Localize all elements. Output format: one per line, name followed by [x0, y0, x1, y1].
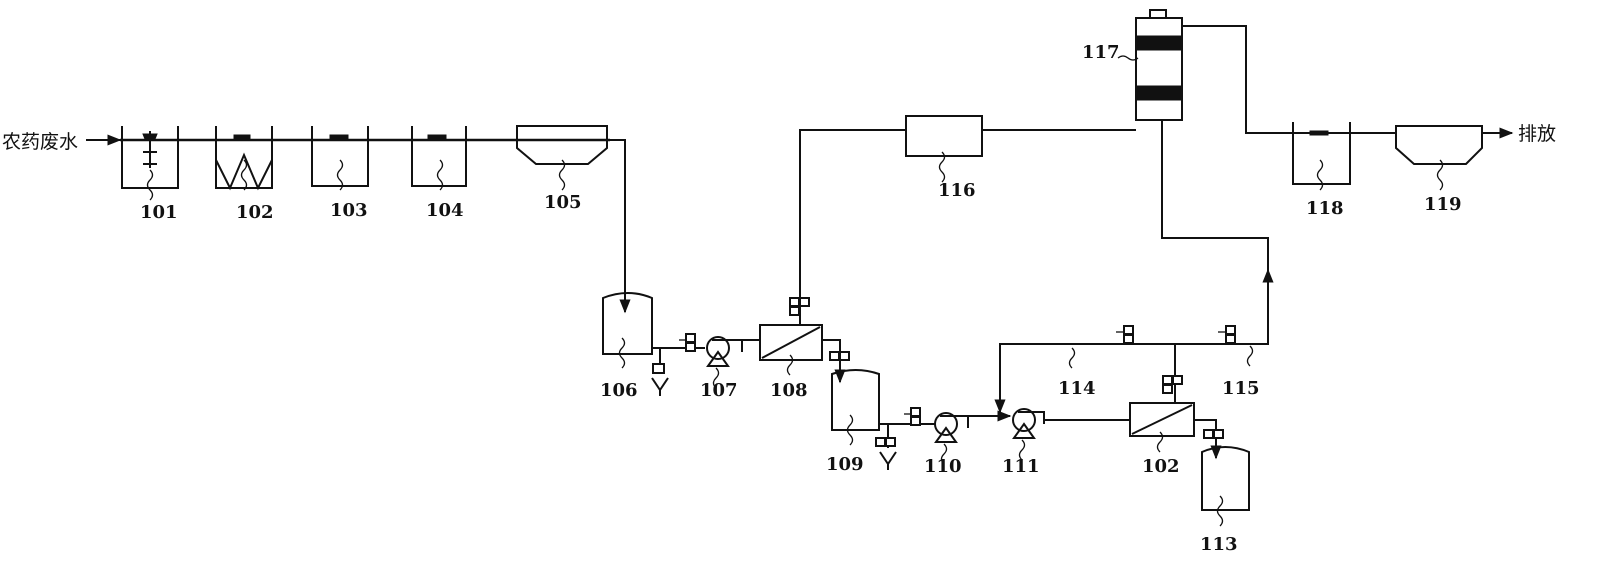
- membrane-108: [759, 324, 823, 376]
- pipe-108-109: [822, 339, 850, 384]
- tank-102-top: [215, 126, 273, 191]
- label-117: 117: [1082, 42, 1120, 63]
- pipe-108-116: [789, 129, 906, 325]
- label-105: 105: [544, 192, 582, 213]
- label-119: 119: [1424, 194, 1462, 215]
- label-106: 106: [600, 380, 638, 401]
- pipe-109-110: [875, 407, 935, 470]
- tank-104: [411, 126, 467, 191]
- membrane-102-bottom: [1129, 375, 1195, 453]
- settler-105: [516, 125, 608, 191]
- pipe-117-118: [1182, 25, 1352, 134]
- label-108: 108: [770, 380, 808, 401]
- pipe-115: [1161, 120, 1274, 367]
- label-118: 118: [1306, 198, 1344, 219]
- tank-103: [311, 126, 369, 191]
- label-103: 103: [330, 200, 368, 221]
- tank-101: [121, 126, 179, 201]
- unit-116: [905, 115, 983, 183]
- tank-113: [1201, 446, 1250, 527]
- pipe-106-107: [651, 333, 705, 396]
- inlet-label: 农药废水: [2, 131, 78, 153]
- pump-111: [1012, 408, 1045, 461]
- settler-119: [1395, 125, 1483, 191]
- outlet-label: 排放: [1518, 123, 1556, 145]
- pipe-105-106: [610, 139, 631, 314]
- label-104: 104: [426, 200, 464, 221]
- label-114: 114: [1058, 378, 1096, 399]
- label-115: 115: [1222, 378, 1260, 399]
- pump-107: [706, 336, 743, 389]
- pipe-102-113: [1194, 419, 1224, 460]
- label-102-bottom: 102: [1142, 456, 1180, 477]
- label-101: 101: [140, 202, 178, 223]
- label-107: 107: [700, 380, 738, 401]
- label-113: 113: [1200, 534, 1238, 555]
- label-111: 111: [1002, 456, 1040, 477]
- label-110: 110: [924, 456, 962, 477]
- label-102-top: 102: [236, 202, 274, 223]
- tank-106: [602, 292, 653, 369]
- pipe-114-loop: [994, 325, 1176, 414]
- label-109: 109: [826, 454, 864, 475]
- label-116: 116: [938, 180, 976, 201]
- column-117: [1117, 9, 1183, 121]
- tank-109: [831, 369, 880, 446]
- tank-118: [1292, 122, 1351, 191]
